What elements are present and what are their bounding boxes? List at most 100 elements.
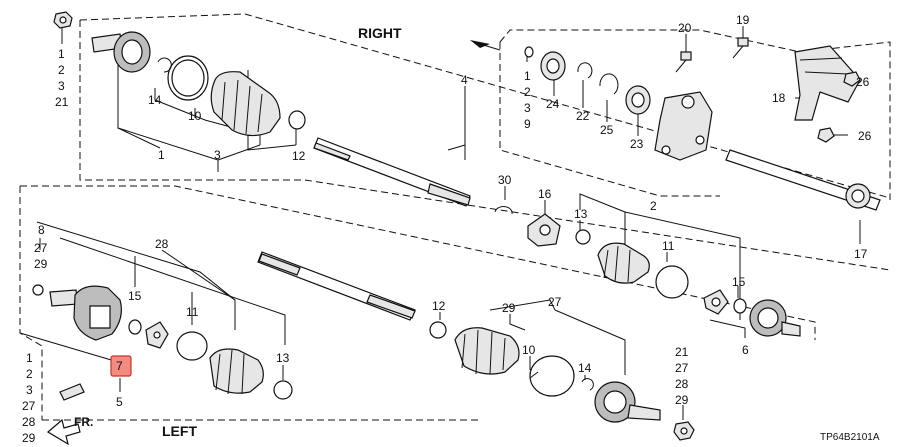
- left-half-shaft: [257, 251, 416, 321]
- bolts-20-19: [675, 37, 749, 73]
- right-assembly-frame: [79, 13, 891, 271]
- circlip-30: [494, 206, 513, 215]
- nut-bottom-right: [673, 421, 695, 441]
- callout-1: 1: [158, 148, 165, 162]
- arrow-right-group: [470, 40, 501, 51]
- diagram-code: TP64B2101A: [820, 432, 880, 443]
- callout-13: 13: [574, 207, 588, 221]
- callout-12: 12: [432, 299, 446, 313]
- callout-20: 20: [678, 21, 692, 35]
- left-inboard-joint: [32, 284, 122, 341]
- callout-26: 26: [856, 75, 870, 89]
- band-12b: [429, 321, 447, 339]
- highlight-callout-7[interactable]: 7: [110, 355, 132, 377]
- leader-lines: [19, 26, 861, 420]
- callout-29: 29: [675, 393, 689, 407]
- left-outer-boot: [454, 327, 520, 375]
- callout-27: 27: [22, 399, 36, 413]
- knuckle-bracket: [654, 91, 713, 161]
- band-11b: [176, 331, 208, 361]
- hub-seal: [625, 85, 651, 115]
- callout-30: 30: [498, 173, 512, 187]
- right-inboard-joint: [91, 31, 151, 73]
- left-title: LEFT: [162, 423, 197, 439]
- callout-29: 29: [34, 257, 48, 271]
- right-half-shaft: [313, 137, 471, 207]
- callout-27: 27: [675, 361, 689, 375]
- callout-14: 14: [578, 361, 592, 375]
- boot-left-inboard: [597, 242, 650, 284]
- callout-2: 2: [524, 85, 531, 99]
- callout-16: 16: [538, 187, 552, 201]
- callout-8: 8: [38, 223, 45, 237]
- callout-10: 10: [522, 343, 536, 357]
- right-boot-band-small: [288, 110, 306, 130]
- callout-labels: 1 2 3 21 14 10 1 3 12 4 1 2 3 9 24 22 25…: [22, 13, 872, 445]
- callout-2: 2: [26, 367, 33, 381]
- callout-22: 22: [576, 109, 590, 123]
- callout-4: 4: [461, 73, 468, 87]
- callout-11: 11: [662, 239, 675, 253]
- callout-12: 12: [292, 149, 306, 163]
- callout-18: 18: [772, 91, 786, 105]
- callout-3: 3: [58, 79, 65, 93]
- callout-28: 28: [22, 415, 36, 429]
- callout-2: 2: [650, 199, 657, 213]
- callout-21: 21: [55, 95, 69, 109]
- svg-text:7: 7: [116, 359, 123, 373]
- hub-circlips: [524, 46, 619, 95]
- left-outboard-joint: [594, 381, 661, 423]
- callout-14: 14: [148, 93, 162, 107]
- callout-27: 27: [548, 295, 562, 309]
- callout-9: 9: [524, 117, 531, 131]
- callout-1: 1: [58, 47, 65, 61]
- callout-27: 27: [34, 241, 48, 255]
- hub-bearing: [540, 51, 566, 81]
- callout-28: 28: [155, 237, 169, 251]
- callout-3: 3: [524, 101, 531, 115]
- fr-arrow: [46, 418, 81, 446]
- callout-24: 24: [546, 97, 560, 111]
- joint-15a-tripod: [703, 289, 747, 315]
- callout-5: 5: [116, 395, 123, 409]
- intermediate-shaft: [725, 149, 881, 211]
- callout-29: 29: [22, 431, 36, 445]
- right-title: RIGHT: [358, 25, 402, 41]
- front-direction-label: FR.: [74, 415, 93, 429]
- nut-top-left: [53, 11, 73, 29]
- right-circlip: [157, 57, 172, 73]
- callout-29: 29: [502, 301, 516, 315]
- callout-3: 3: [26, 383, 33, 397]
- callout-1: 1: [524, 69, 531, 83]
- callout-10: 10: [188, 109, 202, 123]
- callout-11: 11: [186, 305, 199, 319]
- callout-23: 23: [630, 137, 644, 151]
- dynamic-damper-16: [527, 213, 561, 247]
- callout-3: 3: [214, 148, 221, 162]
- callout-28: 28: [675, 377, 689, 391]
- callout-25: 25: [600, 123, 614, 137]
- clip-bottom-left: [59, 383, 85, 401]
- callout-6: 6: [742, 343, 749, 357]
- callout-15: 15: [128, 289, 142, 303]
- callout-1: 1: [26, 351, 33, 365]
- circlip-14b: [581, 378, 594, 391]
- inboard-joint-housing-6: [749, 299, 801, 337]
- callout-13: 13: [276, 351, 290, 365]
- callout-2: 2: [58, 63, 65, 77]
- band-13a: [575, 229, 591, 245]
- callout-19: 19: [736, 13, 750, 27]
- callout-21: 21: [675, 345, 689, 359]
- band-10b: [529, 355, 575, 397]
- callout-17: 17: [854, 247, 868, 261]
- right-boot: [210, 71, 281, 137]
- left-boot: [209, 348, 264, 395]
- callout-26: 26: [858, 129, 872, 143]
- right-boot-band-large: [167, 55, 209, 101]
- band-13b: [273, 380, 293, 400]
- left-assembly-frame: [19, 185, 816, 421]
- band-11a: [655, 265, 689, 299]
- left-spider-15b: [128, 319, 169, 349]
- callout-15: 15: [732, 275, 746, 289]
